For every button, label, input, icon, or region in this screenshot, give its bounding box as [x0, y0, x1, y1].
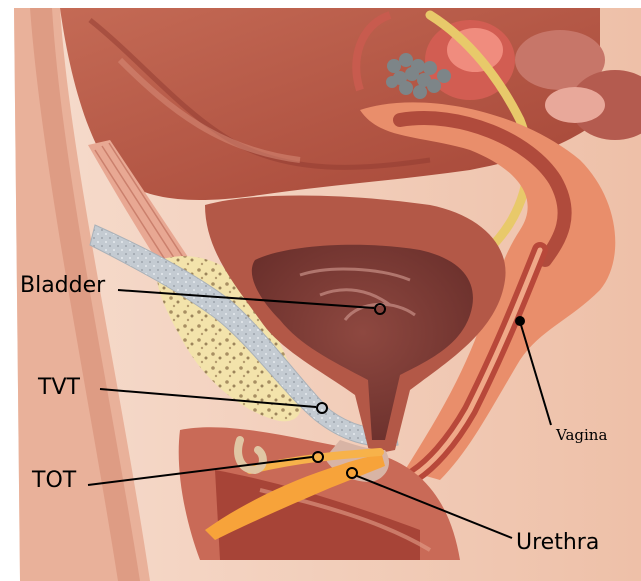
label-tot: TOT — [31, 468, 77, 493]
label-urethra: Urethra — [516, 530, 599, 555]
label-bladder: Bladder — [20, 273, 106, 298]
label-tvt: TVT — [37, 375, 80, 400]
vagina-marker — [515, 316, 525, 326]
label-vagina: Vagina — [555, 426, 607, 444]
